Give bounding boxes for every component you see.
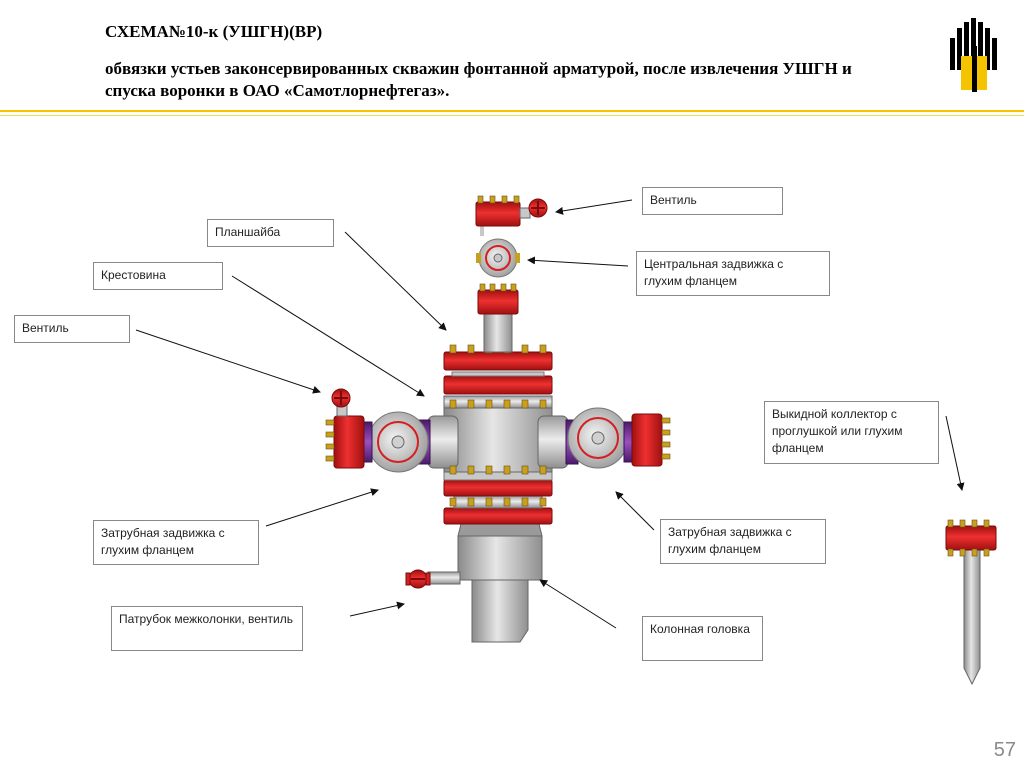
label-ventil-left: Вентиль — [14, 315, 130, 343]
intercasing-pipe — [405, 569, 461, 589]
page-title: СХЕМА№10-к (УШГН)(ВР) — [105, 22, 323, 41]
label-annulus-left: Затрубная задвижка с глухим фланцем — [93, 520, 259, 565]
label-ventil-top: Вентиль — [642, 187, 783, 215]
arrow-central-valve — [527, 256, 629, 267]
top-flange — [475, 195, 548, 236]
arrow-ventil-left — [135, 329, 321, 394]
callout-arrows — [135, 199, 965, 629]
arrow-outlet-collector — [945, 415, 965, 491]
arrow-intercasing — [349, 601, 405, 617]
label-planshaiba: Планшайба — [207, 219, 334, 247]
arrow-planshaiba — [344, 231, 447, 331]
upper-flange-stack — [443, 351, 553, 409]
arrow-casing-head — [539, 579, 617, 629]
left-wing — [325, 388, 431, 473]
label-casing-head: Колонная головка — [642, 616, 763, 661]
label-intercasing: Патрубок межколонки, вентиль — [111, 606, 303, 651]
right-wing — [565, 407, 671, 469]
cross-body — [427, 407, 569, 473]
header-divider-thin — [0, 115, 1024, 116]
header-divider — [0, 110, 1024, 112]
page-subtitle: обвязки устьев законсервированных скважи… — [105, 59, 852, 100]
central-valve — [476, 238, 520, 278]
lower-flange-stack — [443, 469, 553, 525]
arrow-annulus-left — [265, 488, 379, 527]
arrow-krestovina — [231, 275, 425, 397]
outlet-collector — [945, 519, 997, 686]
label-outlet-collector: Выкидной коллектор с проглушкой или глух… — [764, 401, 939, 464]
flange-bolts — [449, 344, 547, 507]
arrow-ventil-top — [555, 199, 633, 215]
page-number: 57 — [993, 739, 1016, 761]
casing-head — [457, 519, 543, 643]
arrow-annulus-right — [615, 491, 655, 531]
label-central-valve: Центральная задвижка с глухим фланцем — [636, 251, 830, 296]
upper-spool — [477, 283, 519, 353]
label-krestovina: Крестовина — [93, 262, 223, 290]
label-annulus-right: Затрубная задвижка с глухим фланцем — [660, 519, 826, 564]
company-logo — [946, 16, 1002, 96]
